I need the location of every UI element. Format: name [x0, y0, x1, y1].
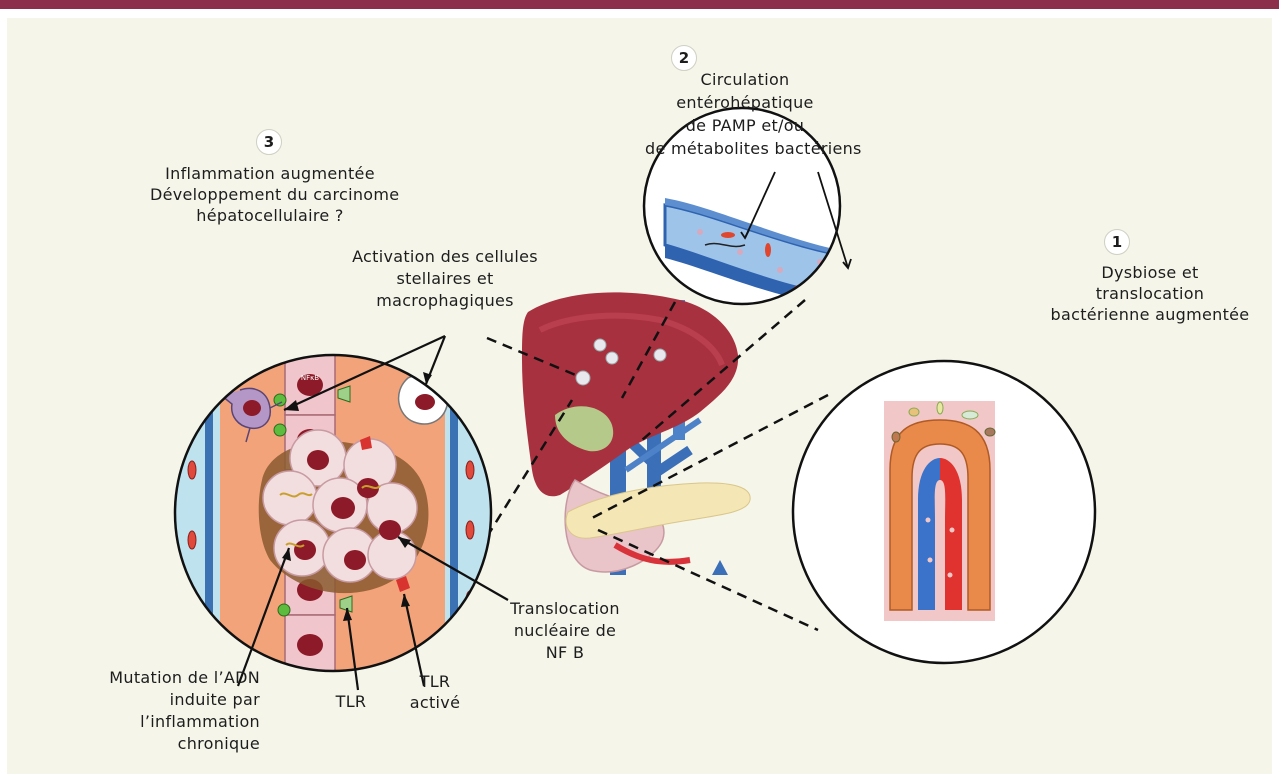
tissue-circle: NFκB: [175, 350, 495, 680]
nfkb-translocation-label: Translocation nucléaire de NF B: [495, 598, 635, 664]
mutation-line-3: l’inflammation: [60, 711, 260, 733]
mutation-line-4: chronique: [60, 733, 260, 755]
step-1-line-1: Dysbiose et: [1050, 262, 1250, 283]
nfkb-line-3: NF B: [495, 642, 635, 664]
activation-line-3: macrophagiques: [330, 290, 560, 312]
activation-line-1: Activation des cellules: [330, 246, 560, 268]
step-3-line-1: Inflammation augmentée: [150, 163, 390, 184]
nfkb-line-2: nucléaire de: [495, 620, 635, 642]
step-1-text: Dysbiose et translocation bactérienne au…: [1050, 262, 1250, 325]
step-badge-1: 1: [1104, 229, 1130, 255]
activation-label: Activation des cellules stellaires et ma…: [330, 246, 560, 312]
step-2-line-3: de PAMP et/ou: [645, 114, 845, 137]
tlr-active-line-2: activé: [400, 692, 470, 713]
mutation-line-2: induite par: [60, 689, 260, 711]
step-1-line-2: translocation: [1050, 283, 1250, 304]
mutation-label: Mutation de l’ADN induite par l’inflamma…: [60, 667, 260, 755]
step-2-line-1: Circulation: [645, 68, 845, 91]
step-3-text: Inflammation augmentée Développement du …: [150, 163, 390, 226]
step-badge-3: 3: [256, 129, 282, 155]
step-2-line-4: de métabolites bactériens: [645, 137, 845, 160]
mutation-line-1: Mutation de l’ADN: [60, 667, 260, 689]
step-2-text: Circulation entérohépatique de PAMP et/o…: [645, 68, 845, 160]
tlr-label: TLR: [326, 691, 376, 712]
step-1-line-3: bactérienne augmentée: [1050, 304, 1250, 325]
organs-illustration: [522, 292, 750, 575]
intestine-circle: [793, 361, 1095, 663]
tlr-active-line-1: TLR: [400, 671, 470, 692]
step-3-line-3: hépatocellulaire ?: [150, 205, 390, 226]
nfkb-line-1: Translocation: [495, 598, 635, 620]
tlr-active-label: TLR activé: [400, 671, 470, 713]
activation-line-2: stellaires et: [330, 268, 560, 290]
step-3-line-2: Développement du carcinome: [150, 184, 390, 205]
step-2-line-2: entérohépatique: [645, 91, 845, 114]
nfkb-tag: NFκB: [301, 374, 319, 382]
